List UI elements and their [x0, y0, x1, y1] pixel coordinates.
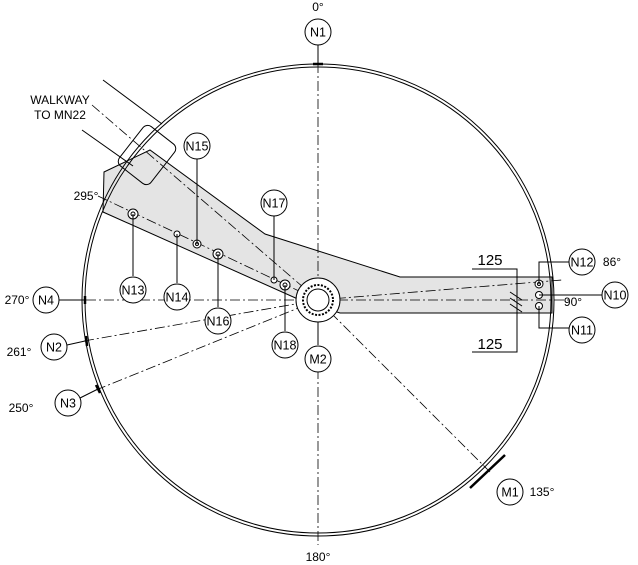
tag-bubble — [260, 189, 288, 217]
nozzle-tag-m1: M1 — [496, 478, 524, 506]
tag-label: N18 — [274, 339, 297, 353]
angle-250: 250° — [9, 401, 34, 415]
tag-bubble — [163, 283, 191, 311]
tag-bubble — [601, 281, 629, 309]
tag-label: N2 — [46, 341, 62, 355]
tag-label: N13 — [122, 284, 145, 298]
dimension-top: 125 — [477, 252, 502, 269]
shell-nozzle-ticks — [83, 62, 506, 489]
tag-label: M2 — [309, 353, 326, 367]
nozzle-tag-m2: M2 — [304, 345, 332, 373]
tag-label: N17 — [263, 197, 286, 211]
walkway-edge — [102, 79, 163, 125]
angle-0: 0° — [312, 0, 324, 14]
tag-bubble — [204, 307, 232, 335]
tag-bubble — [54, 389, 82, 417]
centerline-135 — [317, 299, 491, 473]
centerline-261 — [83, 299, 319, 342]
tag-bubble — [304, 18, 332, 46]
tag-bubble — [304, 345, 332, 373]
nozzle-tag-n17: N17 — [260, 189, 288, 217]
central-nozzle-bore — [306, 288, 330, 312]
angle-180: 180° — [306, 550, 331, 564]
tag-bubble — [183, 132, 211, 160]
nozzle-tag-n1: N1 — [304, 18, 332, 46]
nozzle-tag-n4: N4 — [32, 286, 60, 314]
tag-label: M1 — [501, 486, 518, 500]
nozzle-tag-n16: N16 — [204, 307, 232, 335]
walkway-label-line1: WALKWAY — [30, 93, 90, 107]
nozzle-tag-n11: N11 — [568, 316, 596, 344]
tag-bubble — [496, 478, 524, 506]
nozzle-tag-n2: N2 — [40, 333, 68, 361]
tag-label: N11 — [571, 324, 593, 338]
tag-bubble — [40, 333, 68, 361]
tag-label: N3 — [60, 397, 76, 411]
centerline-250 — [95, 299, 319, 391]
leader-lines — [59, 45, 602, 399]
nozzle-tag-n10: N10 — [601, 281, 629, 309]
angle-86: 86° — [603, 255, 621, 269]
nozzle-tag-n15: N15 — [183, 132, 211, 160]
tag-label: N15 — [186, 140, 209, 154]
tag-bubble — [119, 276, 147, 304]
angle-295: 295° — [74, 189, 99, 203]
walkway-edge — [81, 129, 134, 167]
tag-label: N12 — [571, 256, 594, 270]
tag-label: N1 — [310, 26, 326, 40]
tag-label: N16 — [207, 315, 230, 329]
nozzle-tag-n12: N12 — [568, 248, 596, 276]
angle-270: 270° — [5, 293, 30, 307]
tag-bubble — [271, 331, 299, 359]
tag-label: N4 — [38, 294, 54, 308]
angle-261: 261° — [7, 345, 32, 359]
nozzle-tag-n13: N13 — [119, 276, 147, 304]
tag-bubble — [568, 248, 596, 276]
nozzle-tag-n14: N14 — [163, 283, 191, 311]
walkway-landing — [117, 124, 177, 186]
walkway-centerline — [91, 104, 319, 301]
angle-135: 135° — [530, 485, 555, 499]
centerline-86 — [317, 279, 563, 301]
tag-bubble — [568, 316, 596, 344]
tag-label: N14 — [166, 291, 189, 305]
walkway-label-line2: TO MN22 — [34, 108, 86, 122]
tag-label: N10 — [604, 289, 627, 303]
central-nozzle-inner — [302, 284, 334, 316]
tag-bubble — [32, 286, 60, 314]
angle-90: 90° — [564, 295, 582, 309]
nozzle-tag-n3: N3 — [54, 389, 82, 417]
dimension-bottom: 125 — [477, 336, 502, 353]
nozzle-tag-n18: N18 — [271, 331, 299, 359]
